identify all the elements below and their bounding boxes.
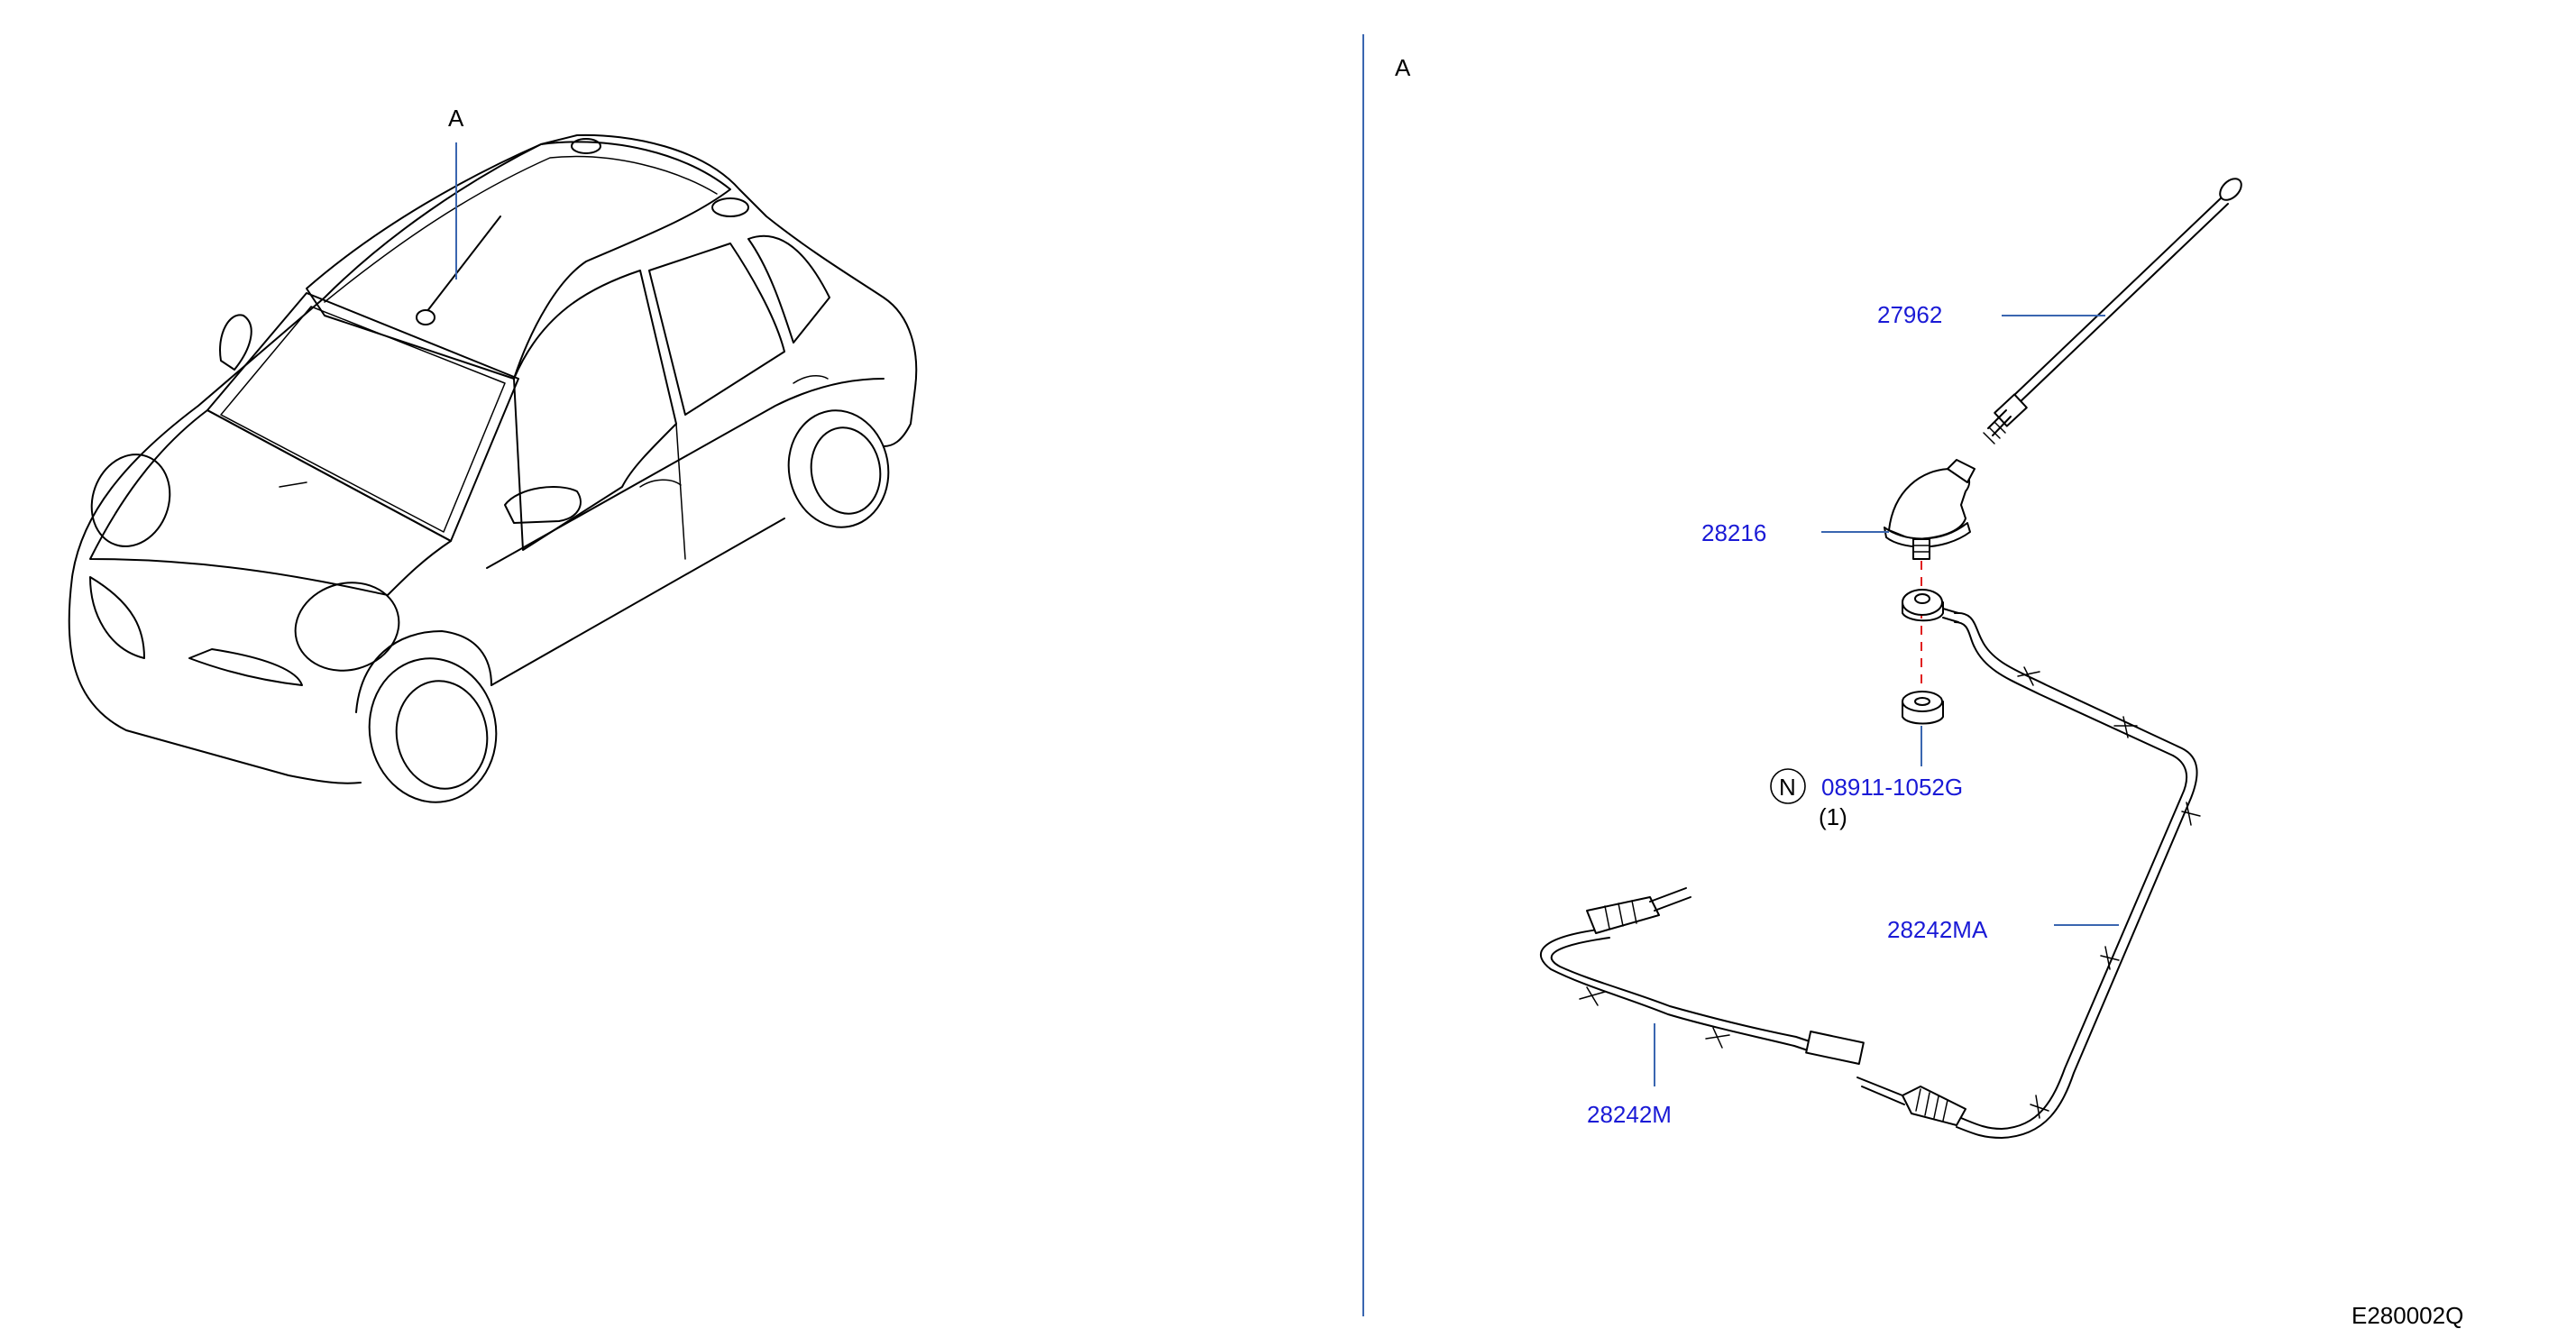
view-marker-label: A xyxy=(448,105,464,132)
nut-standard-part-icon xyxy=(1770,768,1806,804)
part-label-08911-1052G[interactable]: 08911-1052G xyxy=(1821,774,1963,801)
feeder-cable-sub-drawing xyxy=(1539,887,1865,1065)
nut-drawing xyxy=(1902,691,1944,725)
drawing-code: E280002Q xyxy=(2351,1302,2463,1329)
part-label-28216[interactable]: 28216 xyxy=(1701,519,1766,546)
part-label-28242MA[interactable]: 28242MA xyxy=(1887,916,1988,943)
feeder-cable-main-drawing xyxy=(1856,611,2201,1139)
detail-marker-label: A xyxy=(1395,54,1411,81)
nut-standard-part-prefix: N xyxy=(1779,774,1796,801)
part-label-27962[interactable]: 27962 xyxy=(1877,301,1942,328)
feeder-connector-drawing xyxy=(1902,589,1959,623)
antenna-base-drawing xyxy=(1884,459,1976,560)
antenna-rod-drawing xyxy=(1983,178,2242,444)
nut-quantity: (1) xyxy=(1819,803,1847,830)
part-label-28242M[interactable]: 28242M xyxy=(1587,1101,1672,1128)
car-illustration xyxy=(68,133,918,803)
